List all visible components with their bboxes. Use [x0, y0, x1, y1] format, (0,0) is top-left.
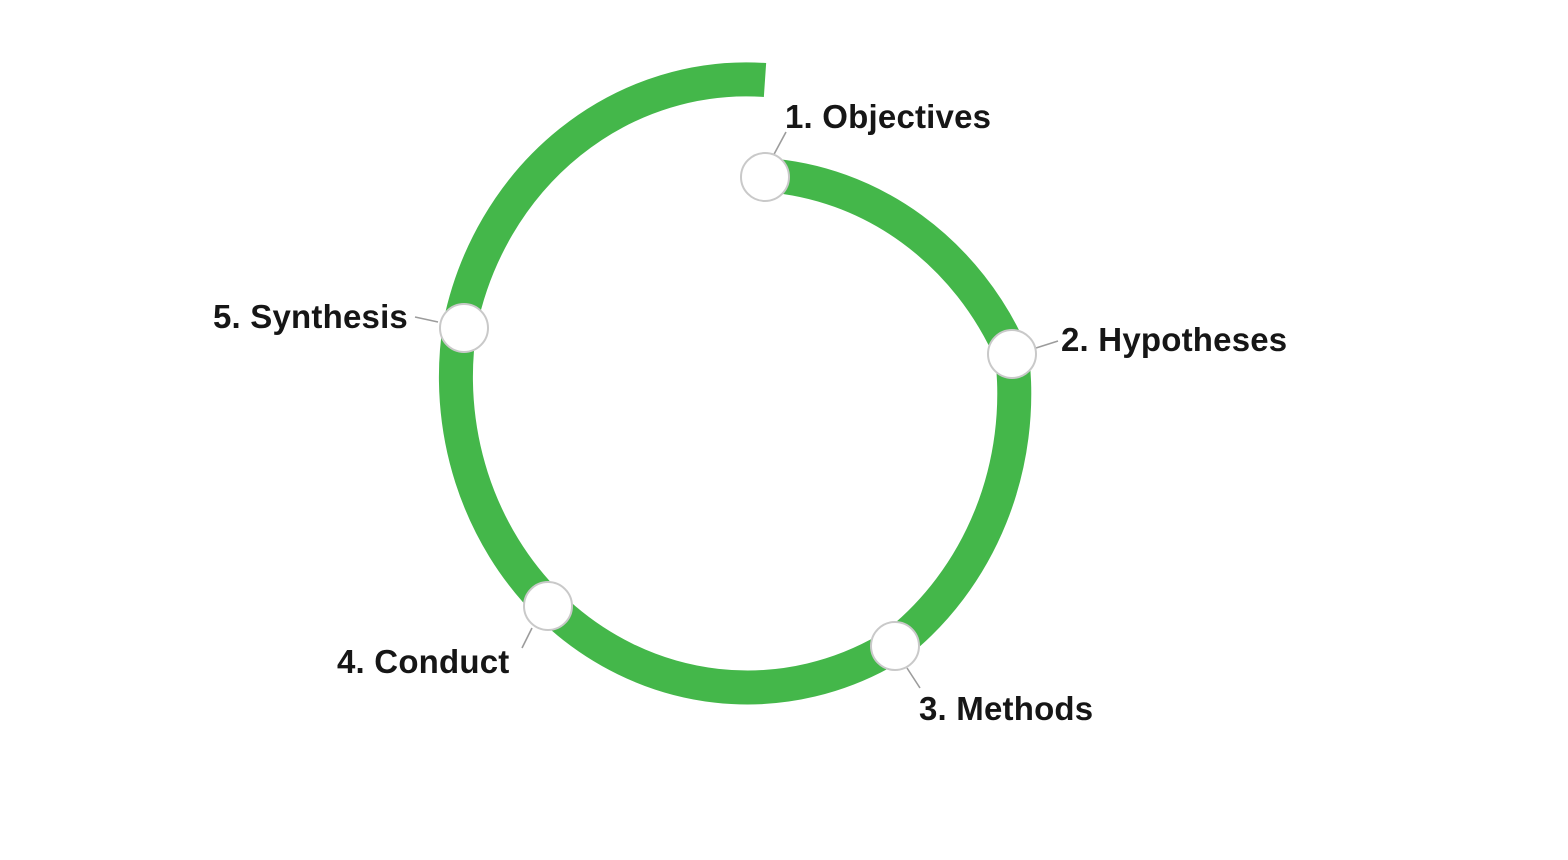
- connector-objectives: [771, 131, 787, 159]
- node-methods: [870, 621, 920, 671]
- step-label-synthesis: 5. Synthesis: [213, 298, 408, 335]
- step-label-methods: 3. Methods: [919, 690, 1093, 727]
- node-conduct: [523, 581, 573, 631]
- connector-hypotheses: [1035, 340, 1059, 349]
- connector-conduct: [521, 627, 533, 649]
- connector-synthesis: [414, 316, 439, 323]
- connector-methods: [906, 667, 921, 689]
- node-synthesis: [439, 303, 489, 353]
- step-label-objectives: 1. Objectives: [785, 98, 991, 135]
- node-objectives: [740, 152, 790, 202]
- node-hypotheses: [987, 329, 1037, 379]
- step-label-hypotheses: 2. Hypotheses: [1061, 321, 1287, 358]
- step-label-conduct: 4. Conduct: [337, 643, 510, 680]
